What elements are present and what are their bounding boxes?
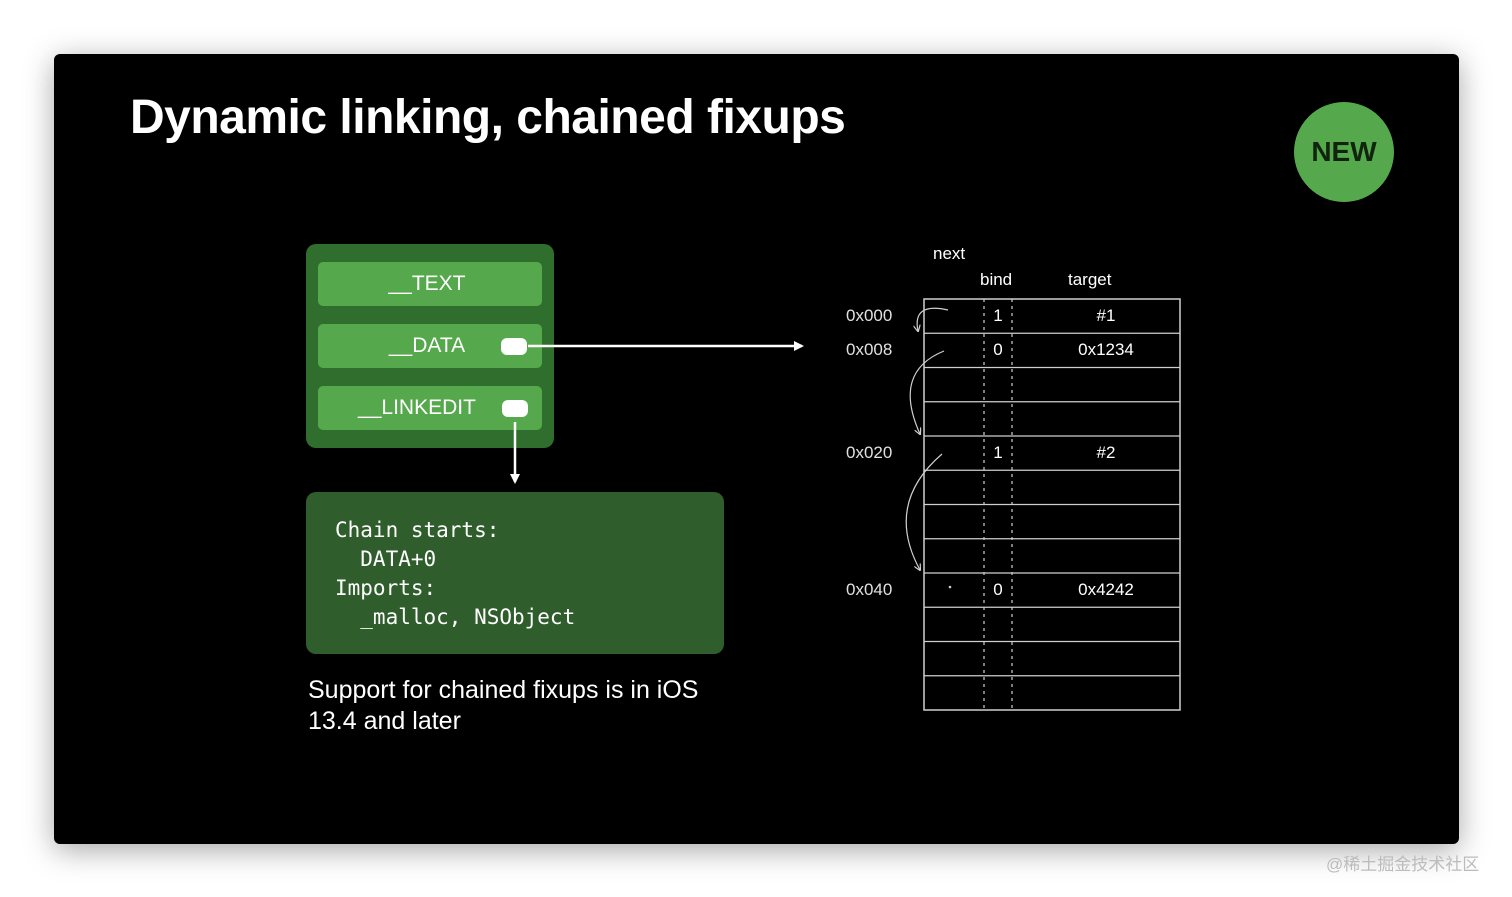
- column-next-header: next: [933, 244, 966, 263]
- fixup-table: [923, 298, 1181, 711]
- segment-container: __TEXT __DATA __LINKEDIT: [306, 244, 554, 448]
- table-cell-target: #2: [1096, 443, 1116, 463]
- imports-label: Imports:: [335, 576, 437, 600]
- table-row-address: 0x020: [846, 443, 893, 463]
- data-port-connector: [501, 338, 527, 355]
- chain-end-dot: [948, 585, 952, 589]
- table-cell-bind: 1: [993, 443, 1003, 463]
- imports-value: _malloc, NSObject: [335, 605, 576, 629]
- table-row-dividers: [924, 332, 1180, 677]
- table-row-address: 0x008: [846, 340, 893, 360]
- watermark: @稀土掘金技术社区: [1326, 855, 1480, 874]
- new-badge-label: NEW: [1311, 136, 1377, 167]
- table-cell-bind: 0: [993, 340, 1003, 360]
- diagram-overlay: [510, 298, 1181, 711]
- table-cell-bind: 1: [993, 306, 1003, 326]
- table-cell-target: 0x4242: [1078, 580, 1134, 600]
- support-note: Support for chained fixups is in iOS 13.…: [308, 676, 699, 735]
- column-target-header: target: [1068, 270, 1112, 289]
- segment-text: __TEXT: [318, 262, 542, 306]
- segment-data-label: __DATA: [388, 334, 466, 357]
- chain-info-box: Chain starts: DATA+0 Imports: _malloc, N…: [306, 492, 724, 654]
- next-chain-arrow-0: [917, 307, 949, 331]
- segment-text-label: __TEXT: [388, 272, 466, 295]
- next-chain-arrow-2: [905, 453, 943, 570]
- chain-start-value: DATA+0: [335, 547, 437, 571]
- chain-info-code: Chain starts: DATA+0 Imports: _malloc, N…: [335, 516, 575, 632]
- table-cell-target: 0x1234: [1078, 340, 1134, 360]
- segment-linkedit-label: __LINKEDIT: [358, 396, 476, 419]
- column-bind-header: bind: [980, 270, 1013, 289]
- segment-data: __DATA: [318, 324, 542, 368]
- table-cell-bind: 0: [993, 580, 1003, 600]
- chain-starts-label: Chain starts:: [335, 518, 500, 542]
- next-chain-arrow-1: [909, 350, 945, 434]
- table-cell-target: #1: [1096, 306, 1116, 326]
- table-row-address: 0x040: [846, 580, 893, 600]
- table-row-address: 0x000: [846, 306, 893, 326]
- slide: Dynamic linking, chained fixups NEW __TE…: [54, 54, 1459, 844]
- slide-title: Dynamic linking, chained fixups: [130, 91, 846, 144]
- new-badge: NEW: [1294, 102, 1394, 202]
- segment-linkedit: __LINKEDIT: [318, 386, 542, 430]
- linkedit-port-connector: [502, 400, 528, 417]
